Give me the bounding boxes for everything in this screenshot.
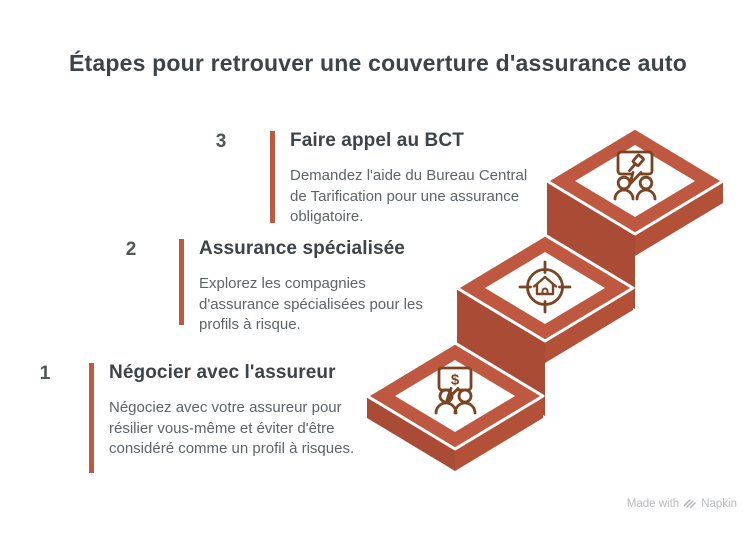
step-3-accent-bar	[270, 131, 275, 223]
step-1-left-face	[367, 396, 455, 471]
svg-text:$: $	[451, 372, 460, 389]
step-3-right-face	[635, 181, 723, 256]
step-1-right-face	[455, 396, 543, 471]
step-2-description: Explorez les compagnies d'assurance spéc…	[199, 275, 423, 333]
step-2-right-face	[545, 288, 633, 363]
step-3-inner-face	[575, 145, 695, 217]
step-1-number: 1	[39, 363, 51, 384]
step-1-description: Négociez avec votre assureur pour résili…	[109, 399, 355, 457]
step-3-number: 3	[215, 131, 227, 152]
people-dollar-bubble-icon: $	[434, 366, 477, 415]
step-3-description: Demandez l'aide du Bureau Central de Tar…	[290, 167, 528, 225]
step-2-accent-bar	[179, 239, 184, 325]
step-2-number: 2	[125, 239, 137, 260]
house-target-icon	[518, 260, 572, 314]
step-3-platform	[545, 126, 725, 309]
step-1-heading: Négocier avec l'assureur	[109, 362, 336, 383]
page-title: Étapes pour retrouver une couverture d'a…	[68, 50, 688, 76]
watermark-prefix: Made with	[626, 497, 680, 510]
step-2-heading: Assurance spécialisée	[199, 238, 405, 259]
step-1-accent-bar	[89, 363, 94, 473]
step-3-heading: Faire appel au BCT	[290, 130, 464, 151]
step-1-platform: $	[365, 341, 545, 471]
watermark: Made with Napkin	[627, 497, 737, 510]
watermark-brand: Napkin	[701, 497, 737, 510]
napkin-logo-icon	[683, 499, 696, 509]
people-gavel-bubble-icon	[613, 150, 657, 201]
step-1-inner-face	[395, 360, 515, 432]
